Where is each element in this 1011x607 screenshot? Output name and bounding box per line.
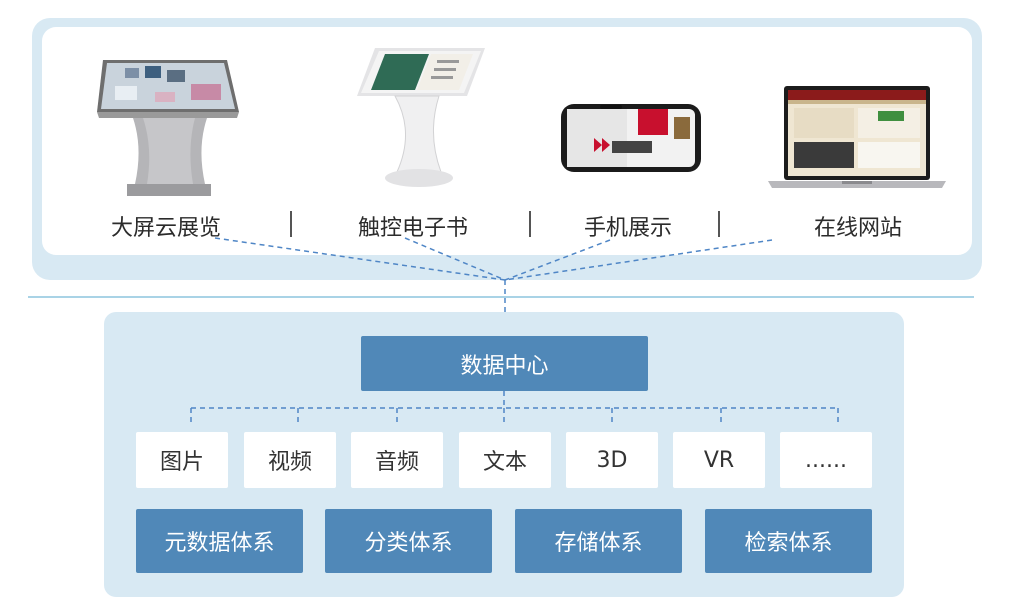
system-classification: 分类体系	[325, 509, 492, 573]
system-storage: 存储体系	[515, 509, 682, 573]
kiosk-table-icon	[97, 60, 239, 196]
device-label-mobile: 手机展示	[583, 216, 673, 241]
connector-line	[504, 239, 611, 281]
section-divider	[28, 296, 974, 298]
media-type-more: ......	[780, 432, 872, 488]
media-type-vr: VR	[673, 432, 765, 488]
device-label-large-screen: 大屏云展览	[110, 216, 222, 241]
connector-line	[404, 237, 506, 281]
media-type-text: 文本	[459, 432, 551, 488]
smartphone-icon	[561, 104, 701, 172]
connector-line	[504, 239, 773, 281]
device-label-touch-ebook: 触控电子书	[357, 216, 469, 241]
separator	[718, 211, 720, 237]
data-center-box: 数据中心	[361, 336, 648, 391]
laptop-icon	[768, 86, 946, 188]
connector-line	[214, 237, 506, 281]
media-type-audio: 音频	[351, 432, 443, 488]
system-metadata: 元数据体系	[136, 509, 303, 573]
touch-kiosk-icon	[357, 48, 485, 187]
separator	[290, 211, 292, 237]
separator	[529, 211, 531, 237]
media-type-video: 视频	[244, 432, 336, 488]
system-retrieval: 检索体系	[705, 509, 872, 573]
media-type-image: 图片	[136, 432, 228, 488]
media-type-3d: 3D	[566, 432, 658, 488]
device-label-website: 在线网站	[813, 216, 903, 241]
